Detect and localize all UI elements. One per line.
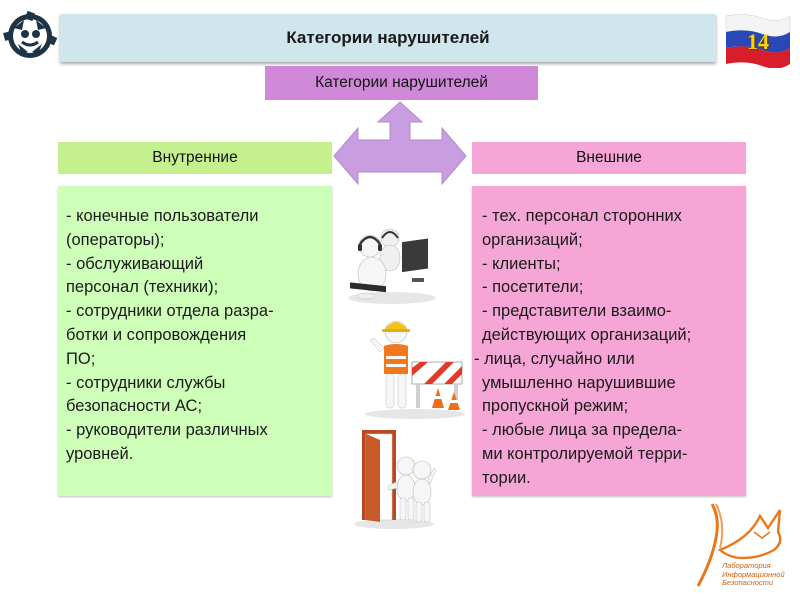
list-item: - посетители;	[482, 278, 584, 297]
list-item: уровней.	[66, 444, 134, 463]
list-item: - лица, случайно или	[474, 349, 635, 368]
list-item: умышленно нарушившие	[482, 373, 676, 392]
center-category-box: Категории нарушителей	[265, 66, 538, 100]
worker-barrier-illustration	[365, 320, 465, 419]
list-item: - клиенты;	[482, 254, 561, 273]
list-item: организаций;	[482, 230, 583, 249]
list-item: ми контролируемой терри-	[482, 444, 688, 463]
list-item: ботки и сопровождения	[66, 325, 247, 344]
list-item: - тех. персонал сторонних	[482, 207, 682, 225]
logo-line: Безопасности	[722, 578, 774, 587]
list-item: - любые лица за предела-	[482, 421, 683, 440]
russian-flag-icon	[725, 14, 791, 68]
person-door-illustration	[354, 430, 437, 529]
fox-logo-icon	[696, 503, 782, 587]
list-item: безопасности АС;	[66, 397, 203, 416]
internal-heading: Внутренние	[58, 142, 332, 174]
external-list: - тех. персонал сторонних организаций; -…	[474, 205, 691, 491]
internal-panel	[58, 186, 332, 496]
external-panel	[472, 186, 746, 496]
list-item: тории.	[482, 468, 531, 487]
list-item: персонал (техники);	[66, 278, 219, 297]
list-item: ПО;	[66, 349, 96, 368]
page-title: Категории нарушителей	[286, 28, 490, 47]
list-item: действующих организаций;	[482, 325, 692, 344]
list-item: - руководители различных	[66, 421, 268, 440]
lab-logo-text: Лаборатория Информационной Безопасности	[722, 561, 785, 588]
list-item: - обслуживающий	[66, 254, 204, 273]
list-item: пропускной режим;	[482, 397, 629, 416]
logo-line: Информационной	[722, 569, 785, 579]
list-item: - сотрудники отдела разра-	[66, 302, 274, 321]
list-item: (операторы);	[66, 230, 165, 249]
header-bar: Категории нарушителей	[60, 14, 716, 62]
external-heading: Внешние	[472, 142, 746, 174]
internal-list: - конечные пользователи (операторы); - о…	[66, 205, 274, 467]
four-way-arrow-icon	[333, 101, 467, 186]
list-item: - конечные пользователи	[66, 207, 259, 225]
list-item: - сотрудники службы	[66, 373, 226, 392]
list-item: - представители взаимо-	[482, 302, 672, 321]
team-logo-icon	[3, 10, 58, 58]
page-number: 14	[747, 29, 769, 54]
logo-line: Лаборатория	[722, 561, 771, 570]
operators-illustration	[348, 228, 436, 304]
